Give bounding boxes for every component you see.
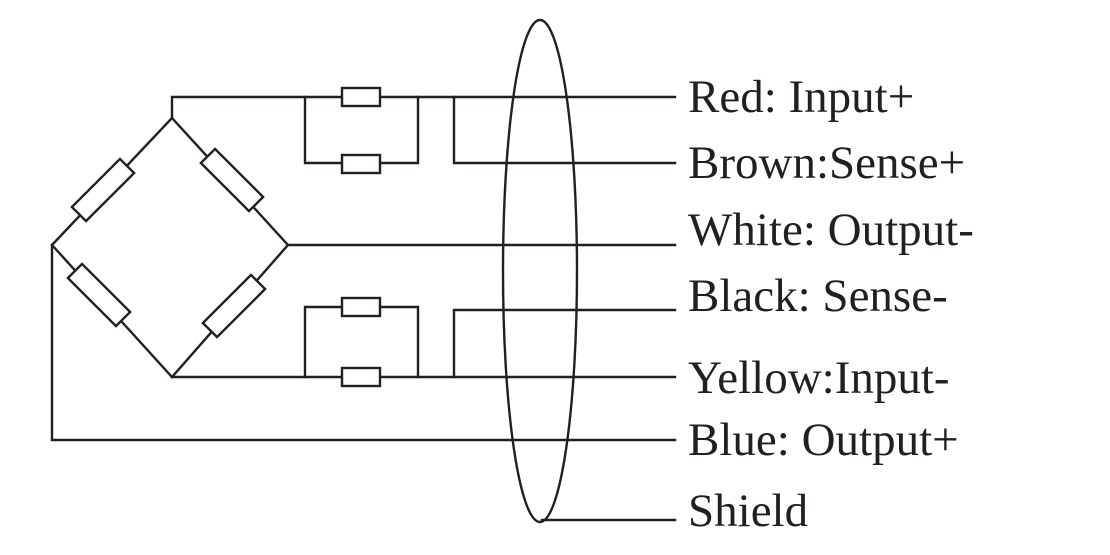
blue-output-plus-wire: [50, 243, 677, 442]
upper-resistor-1: [340, 86, 382, 108]
brown-sense-plus-wire: [452, 95, 677, 165]
label-brown-sense-plus: Brown:Sense+: [688, 137, 965, 189]
bridge-resistor-top-right: [199, 147, 265, 213]
cable-shield-ellipse: [501, 18, 579, 524]
upper-compensation-network: [170, 86, 677, 175]
label-black-sense-minus: Black: Sense-: [688, 270, 948, 322]
label-blue-output-plus: Blue: Output+: [688, 414, 959, 466]
label-yellow-input-minus: Yellow:Input-: [688, 352, 950, 404]
lower-parallel-loop: [303, 305, 420, 379]
wire-labels: Red: Input+ Brown:Sense+ White: Output- …: [688, 71, 974, 537]
wheatstone-bridge: [50, 116, 290, 379]
bridge-resistor-bottom-right: [201, 273, 267, 339]
bridge-resistor-bottom-left: [66, 262, 132, 328]
lower-resistor-1: [340, 296, 382, 318]
red-input-plus-wire: [170, 95, 677, 165]
black-sense-minus-wire: [452, 308, 677, 379]
upper-resistor-2: [340, 153, 382, 175]
lower-resistor-2: [340, 366, 382, 388]
label-red-input-plus: Red: Input+: [688, 71, 914, 123]
bridge-resistor-top-left: [70, 157, 136, 223]
label-shield: Shield: [688, 485, 808, 537]
lower-compensation-network: [170, 296, 677, 388]
label-white-output-minus: White: Output-: [688, 204, 974, 256]
